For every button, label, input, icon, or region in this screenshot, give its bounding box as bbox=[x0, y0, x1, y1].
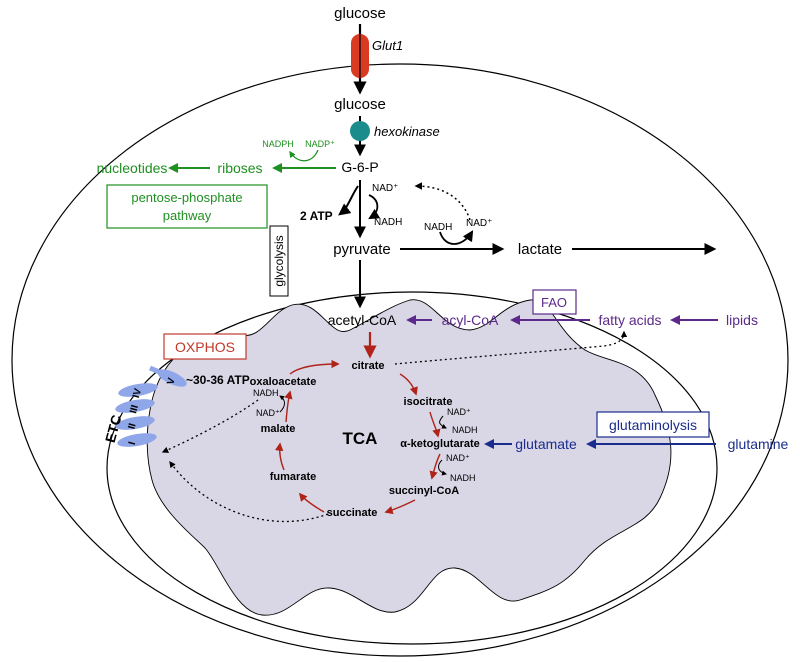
isocitrate-to-akg-arrow bbox=[429, 411, 441, 438]
akg-nadh-label: NADH bbox=[450, 473, 476, 483]
glucose-extracellular-label: glucose bbox=[334, 5, 386, 22]
complex-ii-label: II bbox=[127, 422, 139, 430]
oxphos-box bbox=[163, 333, 247, 360]
glycolysis-nadh-label: NADH bbox=[374, 217, 402, 228]
malate-label: malate bbox=[261, 423, 296, 435]
oxphos-atp-label: ~30-36 ATP bbox=[186, 373, 250, 387]
malate-nadh-label: NADH bbox=[253, 388, 279, 398]
malate-nad-arrow bbox=[279, 395, 285, 413]
hexokinase-enzyme bbox=[350, 121, 370, 141]
acyl-coa-label: acyl-CoA bbox=[442, 312, 499, 328]
succinylcoa-to-succinate-arrow bbox=[384, 499, 416, 515]
ldh-nad-label: NAD⁺ bbox=[466, 218, 492, 229]
pyruvate-label: pyruvate bbox=[333, 241, 391, 258]
cell-membrane bbox=[11, 63, 789, 657]
nadh-to-etc-dotted-arrow bbox=[161, 399, 259, 453]
succinate-label: succinate bbox=[327, 507, 378, 519]
oxaloacetate-label: oxaloacetate bbox=[250, 376, 317, 388]
complex-iii-label: III bbox=[128, 404, 141, 415]
fatty-acids-label: fatty acids bbox=[598, 312, 661, 328]
akg-nad-label: NAD⁺ bbox=[446, 453, 470, 463]
glutaminolysis-box bbox=[596, 411, 710, 438]
akg-to-succinylcoa-arrow bbox=[429, 453, 441, 480]
complex-1 bbox=[117, 433, 157, 447]
riboses-label: riboses bbox=[217, 160, 262, 176]
oxaloacetate-to-citrate-arrow bbox=[289, 359, 340, 375]
g6p-label: G-6-P bbox=[341, 159, 378, 175]
glycolysis-box-label: glycolysis bbox=[272, 235, 286, 286]
fao-box bbox=[532, 289, 577, 315]
succinyl-coa-label: succinyl-CoA bbox=[389, 485, 459, 497]
glut1-label: Glut1 bbox=[372, 38, 403, 53]
malate-to-oxaloacetate-arrow bbox=[284, 390, 293, 423]
complex-2 bbox=[115, 416, 155, 430]
tca-label: TCA bbox=[343, 429, 378, 448]
nucleotides-label: nucleotides bbox=[97, 160, 168, 176]
akg-label: α-ketoglutarate bbox=[400, 438, 480, 450]
acetyl-coa-label: acetyl-CoA bbox=[328, 312, 397, 328]
glycolysis-box bbox=[269, 225, 289, 297]
fumarate-label: fumarate bbox=[270, 471, 316, 483]
complex-i-label: I bbox=[127, 440, 138, 446]
oxphos-box-label: OXPHOS bbox=[175, 339, 235, 355]
fao-box-label: FAO bbox=[541, 295, 567, 310]
isocitrate-nad-arrow bbox=[439, 415, 447, 429]
glutaminolysis-box-label: glutaminolysis bbox=[609, 417, 697, 433]
complex-iv-label: IV bbox=[131, 387, 144, 399]
glucose-intracellular-label: glucose bbox=[334, 96, 386, 113]
glutamate-label: glutamate bbox=[515, 436, 577, 452]
nadp-label: NADP⁺ bbox=[305, 139, 335, 149]
mitochondrion-outer-membrane bbox=[106, 291, 718, 645]
citrate-to-fattyacids-dotted-arrow bbox=[394, 330, 628, 365]
mitochondrion-inner-membrane bbox=[146, 299, 672, 616]
nad-nadh-glycolysis-arrow bbox=[368, 194, 381, 220]
etc-label: ETC bbox=[102, 413, 125, 444]
complex-v-label: V bbox=[165, 376, 177, 386]
ldh-cofactor-arrow bbox=[439, 230, 474, 245]
isocitrate-nadh-label: NADH bbox=[452, 425, 478, 435]
nad-recycle-dotted-arrow bbox=[414, 182, 471, 221]
isocitrate-label: isocitrate bbox=[404, 396, 453, 408]
akg-nad-arrow bbox=[438, 459, 447, 476]
etc-complexes bbox=[115, 365, 187, 447]
succinate-to-etc-dotted-arrow bbox=[169, 460, 329, 523]
malate-nad-label: NAD⁺ bbox=[256, 408, 280, 418]
ppp-box-line2: pathway bbox=[163, 208, 212, 223]
lipids-label: lipids bbox=[726, 312, 758, 328]
citrate-label: citrate bbox=[351, 360, 384, 372]
isocitrate-nad-label: NAD⁺ bbox=[447, 407, 471, 417]
glycolysis-atp-label: 2 ATP bbox=[300, 209, 333, 223]
ppp-box bbox=[106, 184, 268, 229]
ppp-box-line1: pentose-phosphate bbox=[131, 190, 242, 205]
nadph-cofactor-arrow bbox=[289, 149, 319, 162]
ldh-nadh-label: NADH bbox=[424, 222, 452, 233]
complex-4 bbox=[118, 383, 158, 397]
nadph-label: NADPH bbox=[262, 139, 294, 149]
glutamine-label: glutamine bbox=[728, 436, 789, 452]
hexokinase-label: hexokinase bbox=[374, 124, 440, 139]
succinate-to-fumarate-arrow bbox=[298, 492, 325, 513]
lactate-label: lactate bbox=[518, 241, 562, 258]
complex-3 bbox=[115, 399, 155, 413]
glycolysis-nad-label: NAD⁺ bbox=[372, 183, 398, 194]
atp-side-arrow bbox=[338, 185, 359, 216]
citrate-to-isocitrate-arrow bbox=[399, 373, 418, 396]
complex-5 bbox=[157, 369, 187, 387]
fumarate-to-malate-arrow bbox=[275, 442, 285, 471]
complex-5-stalk bbox=[149, 365, 165, 377]
